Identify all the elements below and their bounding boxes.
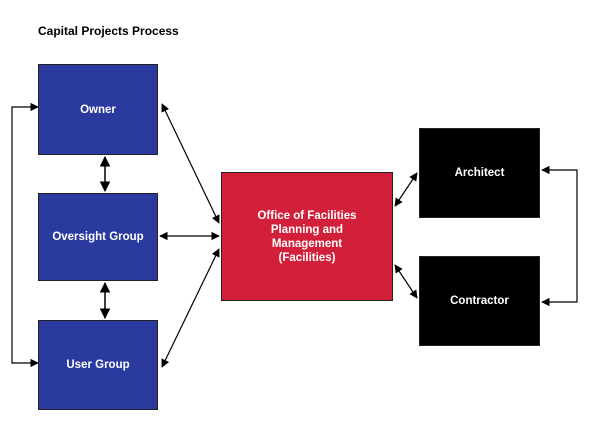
diagram-title: Capital Projects Process	[38, 24, 179, 38]
node-owner: Owner	[38, 64, 158, 155]
node-user-group: User Group	[38, 320, 158, 410]
node-oversight-group-label: Oversight Group	[52, 231, 144, 243]
node-architect: Architect	[419, 128, 540, 218]
arrow-owner-facilities	[161, 103, 220, 224]
node-architect-label: Architect	[454, 167, 505, 179]
arrow-usergroup-facilities	[161, 248, 220, 368]
arrow-architect-contractor-loop	[541, 165, 578, 307]
node-contractor-label: Contractor	[450, 295, 509, 307]
arrow-facilities-architect	[394, 172, 418, 207]
arrow-facilities-contractor	[394, 264, 418, 299]
node-facilities: Office of Facilities Planning and Manage…	[221, 172, 393, 301]
node-user-group-label: User Group	[66, 359, 130, 371]
node-owner-label: Owner	[80, 103, 116, 116]
node-contractor: Contractor	[419, 256, 540, 346]
node-oversight-group: Oversight Group	[38, 193, 158, 281]
arrow-owner-usergroup-loop	[11, 102, 39, 368]
node-facilities-label: Office of Facilities Planning and Manage…	[257, 209, 357, 264]
